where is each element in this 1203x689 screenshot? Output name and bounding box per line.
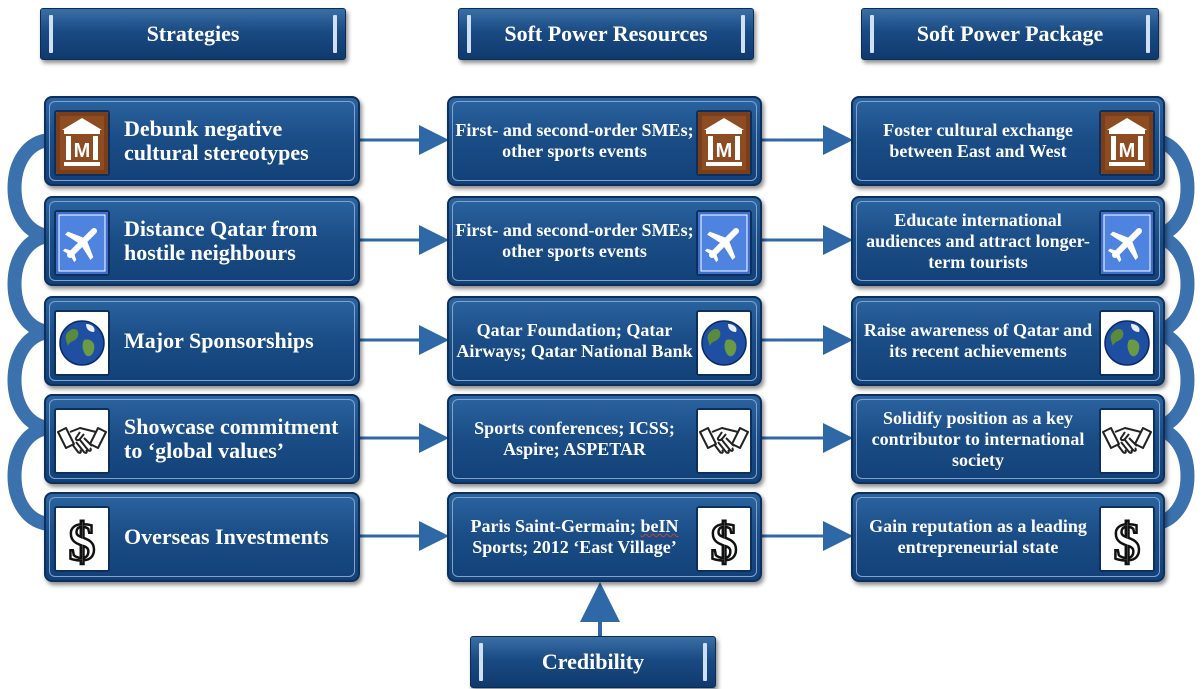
- dollar-icon: $: [1099, 506, 1155, 572]
- handshake-icon: [696, 408, 752, 474]
- package-text-1: Foster cultural exchange between East an…: [883, 120, 1073, 161]
- strategy-box-4: Showcase commitment to ‘global values’: [44, 394, 360, 484]
- resource-box-1: First- and second-order SMEs; other spor…: [447, 96, 762, 186]
- package-box-4: Solidify position as a key contributor t…: [851, 394, 1165, 484]
- package-box-5: Gain reputation as a leading entrepreneu…: [851, 492, 1165, 582]
- airplane-icon: [54, 210, 110, 276]
- package-text-2: Educate international audiences and attr…: [866, 209, 1090, 272]
- strategy-text-5: Overseas Investments: [124, 524, 329, 549]
- header-strategies-label: Strategies: [146, 21, 240, 46]
- resource-text-2: First- and second-order SMEs; other spor…: [455, 220, 694, 261]
- globe-icon: [696, 310, 752, 376]
- right-link-curves: [1149, 133, 1195, 531]
- header-credibility: Credibility: [470, 636, 716, 688]
- museum-icon: M: [696, 110, 752, 176]
- resource-box-2: First- and second-order SMEs; other spor…: [447, 196, 762, 286]
- package-text-4: Solidify position as a key contributor t…: [871, 407, 1085, 470]
- museum-icon: M: [1099, 110, 1155, 176]
- strategy-text-2: Distance Qatar from hostile neighbours: [124, 216, 318, 265]
- row-arrows: [360, 125, 853, 551]
- header-resources-label: Soft Power Resources: [504, 21, 708, 46]
- package-text-3: Raise awareness of Qatar and its recent …: [863, 320, 1093, 361]
- svg-text:$: $: [711, 512, 738, 570]
- museum-icon: M: [54, 110, 110, 176]
- header-package: Soft Power Package: [861, 8, 1159, 60]
- svg-text:M: M: [716, 140, 733, 162]
- resource-text-5b: beIN: [640, 516, 679, 536]
- dollar-icon: $: [696, 506, 752, 572]
- globe-icon: [54, 310, 110, 376]
- svg-text:M: M: [1119, 140, 1136, 162]
- handshake-icon: [54, 408, 110, 474]
- header-package-label: Soft Power Package: [916, 21, 1104, 46]
- svg-text:$: $: [1114, 512, 1141, 570]
- resource-box-4: Sports conferences; ICSS; Aspire; ASPETA…: [447, 394, 762, 484]
- strategy-text-3: Major Sponsorships: [124, 328, 314, 353]
- airplane-icon: [1099, 210, 1155, 276]
- resource-text-5c: Sports; 2012 ‘East Village’: [472, 537, 677, 557]
- package-box-1: Foster cultural exchange between East an…: [851, 96, 1165, 186]
- strategy-text-4: Showcase commitment to ‘global values’: [124, 414, 339, 463]
- strategy-text-1: Debunk negative cultural stereotypes: [124, 116, 309, 165]
- strategy-box-1: M Debunk negative cultural stereotypes: [44, 96, 360, 186]
- strategy-box-3: Major Sponsorships: [44, 296, 360, 386]
- handshake-icon: [1099, 408, 1155, 474]
- header-credibility-label: Credibility: [541, 649, 645, 674]
- svg-text:M: M: [74, 140, 91, 162]
- header-resources: Soft Power Resources: [458, 8, 754, 60]
- header-strategies: Strategies: [40, 8, 346, 60]
- resource-text-5a: Paris Saint-Germain;: [470, 516, 641, 536]
- resource-text-5: Paris Saint-Germain; beIN Sports; 2012 ‘…: [455, 494, 694, 580]
- globe-icon: [1099, 310, 1155, 376]
- resource-text-3: Qatar Foundation; Qatar Airways; Qatar N…: [456, 320, 693, 361]
- svg-text:$: $: [69, 512, 96, 570]
- strategy-box-2: Distance Qatar from hostile neighbours: [44, 196, 360, 286]
- package-text-5: Gain reputation as a leading entrepreneu…: [869, 516, 1087, 557]
- resource-box-5: Paris Saint-Germain; beIN Sports; 2012 ‘…: [447, 492, 762, 582]
- airplane-icon: [696, 210, 752, 276]
- dollar-icon: $: [54, 506, 110, 572]
- package-box-3: Raise awareness of Qatar and its recent …: [851, 296, 1165, 386]
- strategy-box-5: $ Overseas Investments: [44, 492, 360, 582]
- resource-text-4: Sports conferences; ICSS; Aspire; ASPETA…: [474, 418, 675, 459]
- left-link-curves: [7, 133, 53, 531]
- package-box-2: Educate international audiences and attr…: [851, 196, 1165, 286]
- resource-text-1: First- and second-order SMEs; other spor…: [455, 120, 694, 161]
- resource-box-3: Qatar Foundation; Qatar Airways; Qatar N…: [447, 296, 762, 386]
